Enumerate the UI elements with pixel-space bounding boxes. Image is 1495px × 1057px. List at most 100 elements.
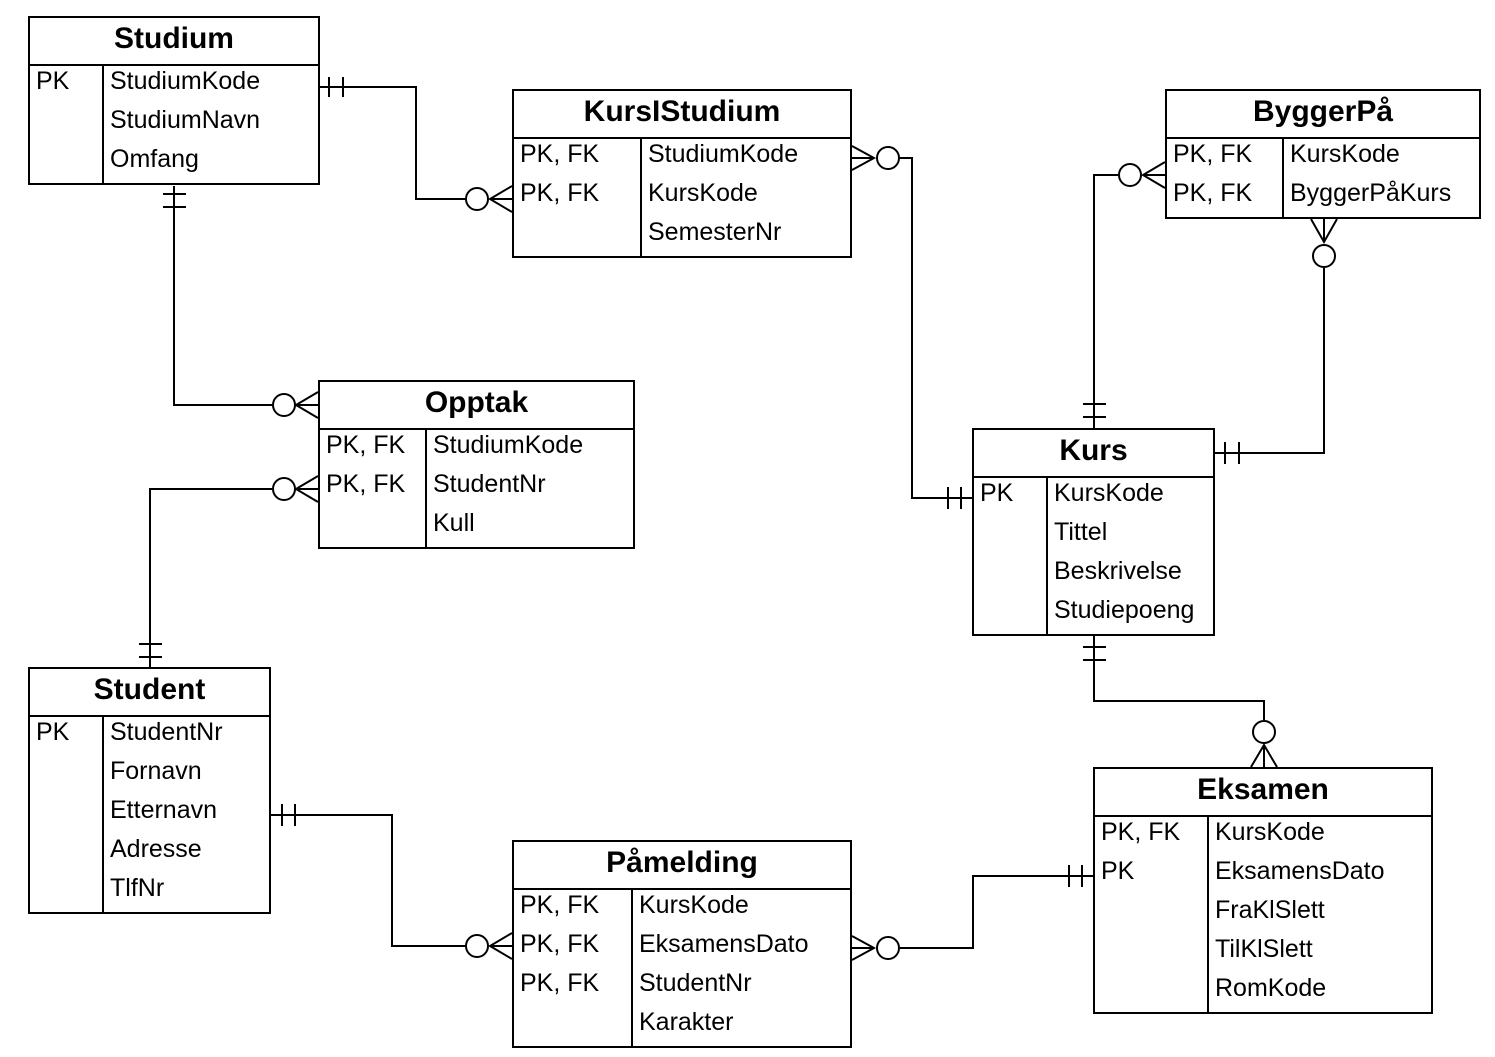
crows-foot [1250,743,1278,768]
zero-circle [272,393,296,417]
crows-foot [851,145,877,171]
attribute-key: PK, FK [1173,140,1253,168]
column-divider [1207,817,1209,1012]
entity-title: Student [30,669,269,717]
attribute-name: StudiumKode [110,67,261,95]
attribute-row: FraKlSlett [1095,895,1431,934]
attribute-name: Adresse [110,835,202,863]
attribute-key: PK [980,479,1014,507]
attribute-row: PK, FK KursKode [1095,817,1431,856]
relationship-line [149,488,272,667]
entity-title: Kurs [974,430,1213,478]
attribute-name: FraKlSlett [1215,896,1325,924]
attribute-name: Tittel [1054,518,1108,546]
attribute-row: Adresse [30,834,269,873]
attribute-row: Karakter [514,1007,850,1046]
crows-foot [294,475,319,503]
attribute-row: PK, FK StudiumKode [320,430,633,469]
attribute-name: EksamensDato [1215,857,1385,885]
column-divider [425,430,427,547]
attribute-key: PK, FK [1173,179,1253,207]
relationship-line [1215,268,1325,454]
attribute-name: StudiumKode [433,431,584,459]
attribute-key: PK, FK [520,969,600,997]
attribute-key: PK, FK [1101,818,1181,846]
entity-title: Påmelding [514,842,850,890]
entity-title: KursIStudium [514,91,850,139]
zero-circle [272,477,296,501]
attribute-row: Beskrivelse [974,556,1213,595]
attribute-name: KursKode [1215,818,1325,846]
relationship-line [271,814,466,947]
attribute-row: Tittel [974,517,1213,556]
attribute-name: TilKlSlett [1215,935,1313,963]
attribute-name: TlfNr [110,874,165,902]
attribute-row: TilKlSlett [1095,934,1431,973]
zero-circle [876,146,900,170]
crows-foot [294,391,319,419]
attribute-name: StudiumNavn [110,106,261,134]
zero-circle [1118,163,1142,187]
attribute-name: SemesterNr [648,218,782,246]
attribute-row: Fornavn [30,756,269,795]
relationship-line [1093,174,1118,428]
zero-circle [876,936,900,960]
column-divider [102,66,104,183]
entity-title: Eksamen [1095,769,1431,817]
attribute-name: Kull [433,509,475,537]
attribute-name: Etternavn [110,796,218,824]
attribute-name: StudiumKode [648,140,799,168]
relationship-line [900,875,1093,949]
attribute-row: RomKode [1095,973,1431,1012]
relationship-line [320,86,466,200]
attribute-name: Karakter [639,1008,734,1036]
attribute-key: PK, FK [326,470,406,498]
attribute-name: Studiepoeng [1054,596,1195,624]
attribute-row: Omfang [30,144,318,183]
zero-circle [1312,244,1336,268]
attribute-name: StudentNr [110,718,223,746]
attribute-key: PK, FK [326,431,406,459]
attribute-name: EksamensDato [639,930,809,958]
entity-title: Opptak [320,382,633,430]
attribute-row: PK, FK KursKode [1167,139,1479,178]
attribute-name: KursKode [648,179,758,207]
attribute-name: KursKode [1290,140,1400,168]
entity-title: Studium [30,18,318,66]
attribute-row: PK, FK ByggerPåKurs [1167,178,1479,217]
crows-foot [851,935,877,961]
attribute-name: ByggerPåKurs [1290,179,1452,207]
attribute-key: PK [36,67,70,95]
crows-foot [1310,218,1338,245]
column-divider [640,139,642,256]
attribute-key: PK [1101,857,1135,885]
column-divider [631,890,633,1046]
attribute-row: SemesterNr [514,217,850,256]
column-divider [1046,478,1048,634]
attribute-row: Kull [320,508,633,547]
attribute-name: Beskrivelse [1054,557,1182,585]
attribute-row: PK EksamensDato [1095,856,1431,895]
attribute-name: KursKode [639,891,749,919]
attribute-row: Etternavn [30,795,269,834]
attribute-row: PK StudiumKode [30,66,318,105]
attribute-key: PK, FK [520,930,600,958]
attribute-row: StudiumNavn [30,105,318,144]
